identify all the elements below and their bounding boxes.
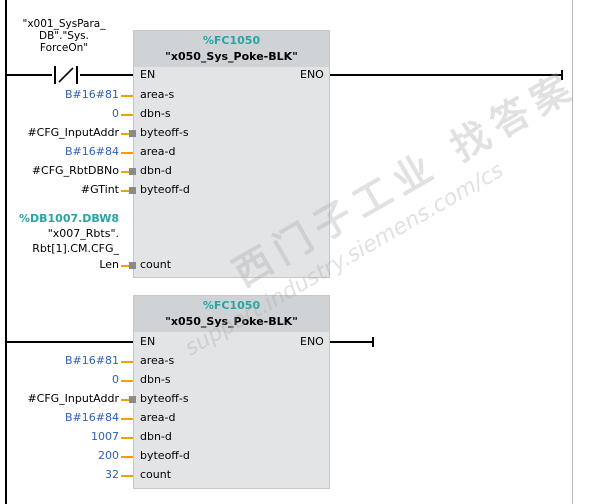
count-symbol-line-3[interactable]: Len — [99, 258, 119, 271]
block-1-en-pin: EN — [140, 68, 156, 81]
pin-count-2: count — [140, 468, 172, 481]
left-power-rail — [5, 0, 7, 504]
rung-2-eno-wire — [328, 341, 373, 343]
lead-area-s-1 — [121, 95, 133, 97]
block-1-name: "x050_Sys_Poke-BLK" — [165, 50, 298, 63]
lead-byteoff-s-2 — [121, 399, 129, 401]
lead-count-1 — [121, 265, 129, 267]
lead-dbn-s-1 — [121, 114, 133, 116]
block-1-eno-pin: ENO — [300, 68, 324, 81]
lead-byteoff-d-1 — [121, 190, 129, 192]
lead-dbn-d-2 — [121, 437, 133, 439]
rung-1-eno-end-tick — [561, 70, 563, 80]
lead-byteoff-d-2 — [121, 456, 133, 458]
right-border-line — [572, 0, 573, 504]
contact-operand-label: "x001_SysPara_ DB"."Sys. ForceOn" — [22, 18, 106, 54]
indirect-mark-icon — [129, 396, 136, 403]
arg-area-d-2[interactable]: B#16#84 — [65, 411, 119, 424]
arg-dbn-d-2[interactable]: 1007 — [91, 430, 119, 443]
arg-dbn-s-2[interactable]: 0 — [112, 373, 119, 386]
lead-dbn-s-2 — [121, 380, 133, 382]
rung-2-eno-end-tick — [372, 337, 374, 347]
arg-area-d-1[interactable]: B#16#84 — [65, 145, 119, 158]
count-symbol-line-1[interactable]: "x007_Rbts". — [47, 227, 119, 240]
contact-symbol-icon — [54, 66, 78, 84]
rung-2-left-wire — [5, 341, 133, 343]
pin-byteoff-s-2: byteoff-s — [140, 392, 189, 405]
function-block-2[interactable]: %FC1050 "x050_Sys_Poke-BLK" — [133, 295, 330, 489]
block-2-en-pin: EN — [140, 335, 156, 348]
rung-1-mid-wire — [80, 74, 133, 76]
block-2-number: %FC1050 — [202, 299, 261, 312]
pin-area-s-1: area-s — [140, 88, 175, 101]
pin-area-d-2: area-d — [140, 411, 176, 424]
lead-count-2 — [121, 475, 133, 477]
lead-dbn-d-1 — [121, 171, 129, 173]
block-2-eno-pin: ENO — [300, 335, 324, 348]
pin-byteoff-s-1: byteoff-s — [140, 126, 189, 139]
block-1-header — [134, 31, 329, 67]
arg-dbn-s-1[interactable]: 0 — [112, 107, 119, 120]
pin-dbn-d-2: dbn-d — [140, 430, 172, 443]
arg-byteoff-d-1[interactable]: #GTint — [80, 183, 119, 196]
pin-dbn-s-1: dbn-s — [140, 107, 171, 120]
lead-area-s-2 — [121, 361, 133, 363]
arg-dbn-d-1[interactable]: #CFG_RbtDBNo — [31, 164, 119, 177]
rung-1-left-wire — [5, 74, 52, 76]
block-1-number: %FC1050 — [202, 34, 261, 47]
arg-byteoff-s-2[interactable]: #CFG_InputAddr — [27, 392, 119, 405]
pin-dbn-d-1: dbn-d — [140, 164, 172, 177]
block-2-name: "x050_Sys_Poke-BLK" — [165, 315, 298, 328]
arg-byteoff-s-1[interactable]: #CFG_InputAddr — [27, 126, 119, 139]
lead-area-d-2 — [121, 418, 133, 420]
arg-area-s-1[interactable]: B#16#81 — [65, 88, 119, 101]
count-symbol-line-2[interactable]: Rbt[1].CM.CFG_ — [32, 242, 119, 255]
pin-count-1: count — [140, 258, 172, 271]
arg-byteoff-d-2[interactable]: 200 — [98, 449, 119, 462]
pin-dbn-s-2: dbn-s — [140, 373, 171, 386]
rung-1-eno-wire — [328, 74, 562, 76]
pin-byteoff-d-1: byteoff-d — [140, 183, 190, 196]
lead-area-d-1 — [121, 152, 133, 154]
count-abs-address[interactable]: %DB1007.DBW8 — [18, 212, 119, 225]
indirect-mark-icon — [129, 168, 136, 175]
function-block-1[interactable]: %FC1050 "x050_Sys_Poke-BLK" — [133, 30, 330, 278]
lead-byteoff-s-1 — [121, 133, 129, 135]
indirect-mark-icon — [129, 187, 136, 194]
arg-count-2[interactable]: 32 — [105, 468, 119, 481]
normally-closed-contact[interactable] — [52, 66, 80, 84]
pin-area-s-2: area-s — [140, 354, 175, 367]
block-2-header — [134, 296, 329, 332]
pin-area-d-1: area-d — [140, 145, 176, 158]
pin-byteoff-d-2: byteoff-d — [140, 449, 190, 462]
indirect-mark-icon — [129, 130, 136, 137]
arg-area-s-2[interactable]: B#16#81 — [65, 354, 119, 367]
indirect-mark-icon — [129, 262, 136, 269]
